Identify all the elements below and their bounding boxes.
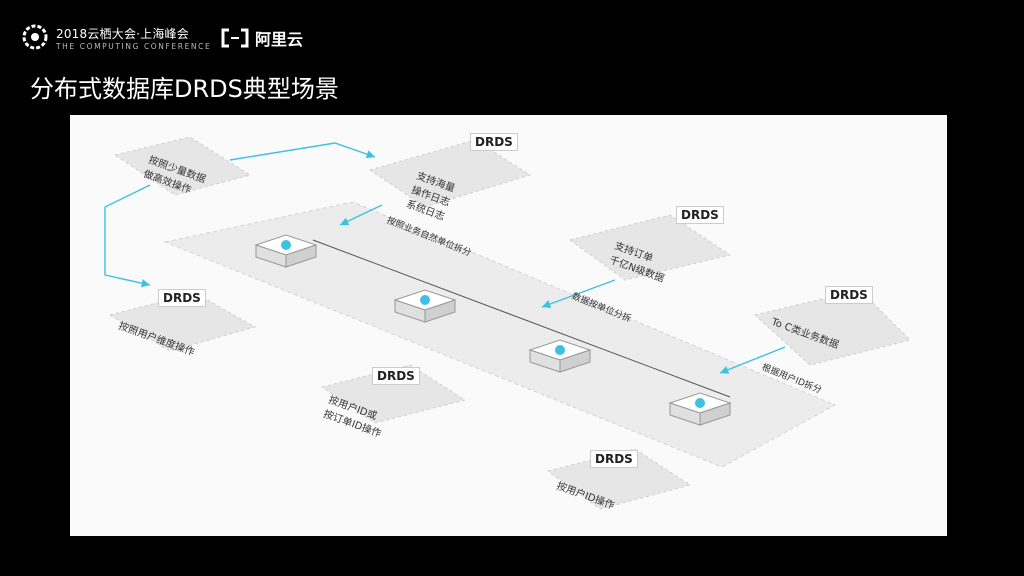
drds-badge: DRDS: [590, 450, 638, 468]
conference-subtitle: THE COMPUTING CONFERENCE: [56, 42, 212, 51]
drds-badge: DRDS: [470, 133, 518, 151]
tile-left-drds: [108, 292, 257, 352]
drds-badge: DRDS: [825, 286, 873, 304]
server-block: [668, 392, 732, 426]
server-block: [528, 339, 592, 373]
tile-bottom-drds: [546, 448, 692, 510]
aliyun-bracket-icon: [221, 28, 249, 48]
page-title: 分布式数据库DRDS典型场景: [30, 75, 339, 103]
arrow-topcenter-to-platform: [339, 204, 383, 226]
arrow-topleft-to-leftdrds: [104, 184, 151, 288]
tile-top-left: [113, 136, 252, 196]
server-chain-line: [312, 239, 731, 398]
drds-badge: DRDS: [158, 289, 206, 307]
tile-right-mid: [568, 214, 732, 281]
architecture-diagram: [104, 136, 911, 510]
platform-strip: [163, 201, 837, 468]
conference-title: 2018云栖大会·上海峰会: [56, 27, 189, 41]
drds-badge: DRDS: [676, 206, 724, 224]
server-block: [393, 289, 457, 323]
drds-badge: DRDS: [372, 367, 420, 385]
tile-right: [753, 289, 911, 366]
server-block: [254, 234, 318, 268]
brand-name: 阿里云: [255, 30, 304, 49]
conference-logo-icon: [22, 24, 48, 50]
arrow-topleft-to-topcenter: [229, 142, 376, 161]
tile-top-center: [368, 139, 532, 208]
diagram-canvas: DRDS DRDS DRDS DRDS DRDS DRDS 按照少量数据 做高效…: [70, 115, 947, 536]
header: 2018云栖大会·上海峰会 THE COMPUTING CONFERENCE 阿…: [0, 0, 1024, 103]
arrow-right-to-platform: [719, 346, 786, 374]
aliyun-logo: 阿里云: [220, 28, 304, 49]
arrow-rightmid-to-platform: [541, 279, 616, 309]
